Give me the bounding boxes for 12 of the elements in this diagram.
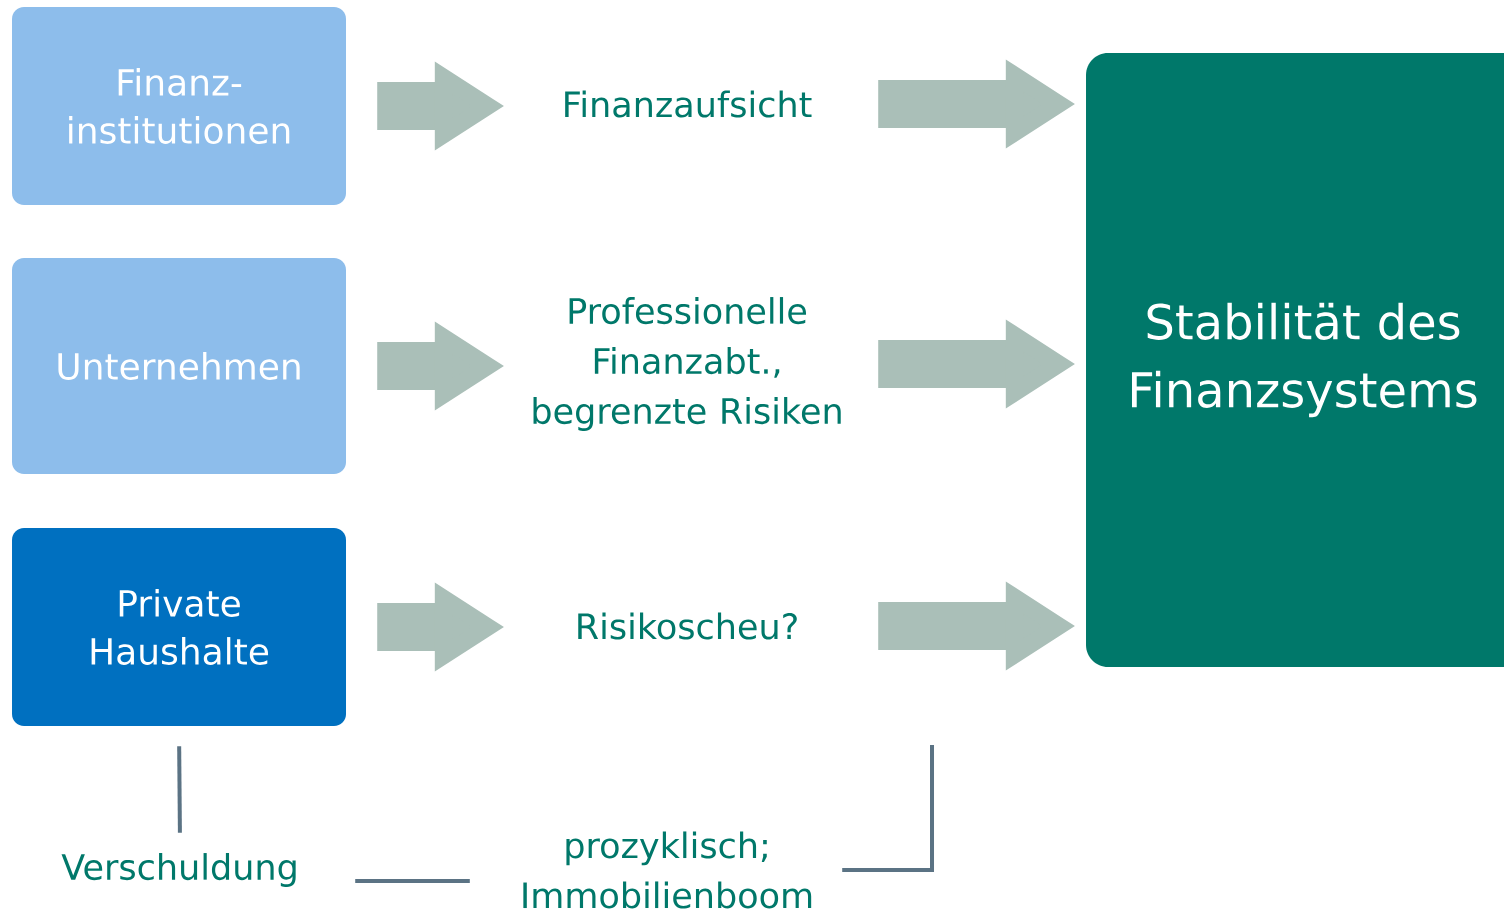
category-box: Private Haushalte [12, 528, 346, 726]
connector-line [842, 745, 934, 872]
flow-text: Verschuldung [61, 853, 296, 887]
connector-line [355, 879, 470, 883]
result-box: Stabilität des Finanzsystems [1086, 53, 1504, 667]
flow-text: Finanzaufsicht [565, 90, 812, 118]
connector-line [177, 746, 182, 833]
flow-text: Risikoscheu? [578, 612, 797, 640]
flow-text: prozyklisch; Immobilienboom [523, 831, 812, 909]
category-box: Finanz- institutionen [12, 7, 346, 205]
flow-text: Professionelle Finanzabt., begrenzte Risiken [533, 297, 841, 431]
category-box: Unternehmen [12, 258, 346, 474]
